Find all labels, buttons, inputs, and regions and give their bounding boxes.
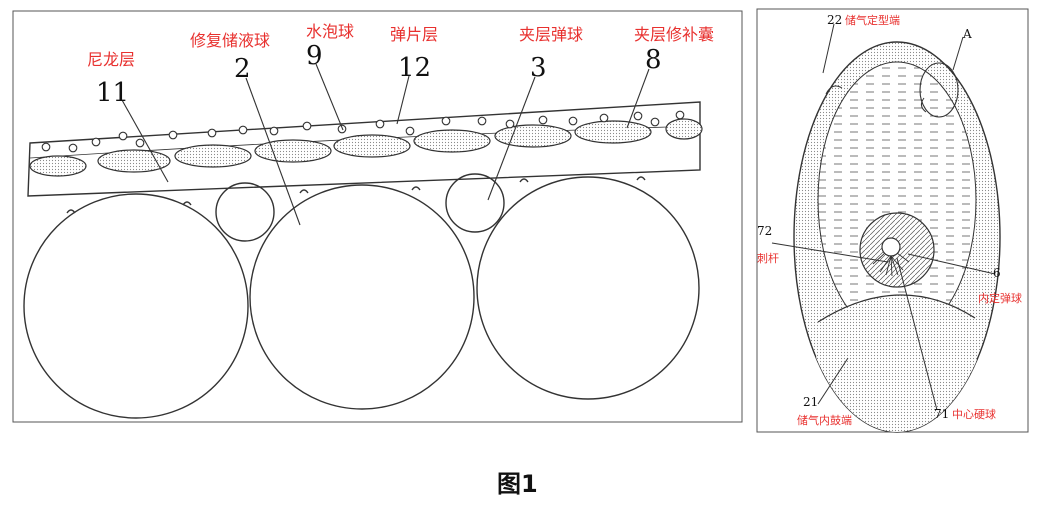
repair-ball-3 [476, 176, 700, 400]
label-number: A [962, 27, 972, 41]
label-number: 6 [993, 266, 1001, 280]
label-text: 尼龙层 [87, 50, 135, 69]
right-panel: 22 储气定型端 A 72 刺杆 6 内定弹球 21 储气内鼓端 71 中心硬球 [756, 8, 1029, 433]
left-panel: 11 尼龙层 2 修复储液球 9 水泡球 12 弹片层 3 夹层弹球 8 夹层修… [12, 10, 743, 423]
detail-circle-a [919, 62, 959, 118]
left-leader-lines [121, 63, 650, 226]
label-text: 水泡球 [306, 22, 354, 41]
label-number: 11 [96, 78, 129, 108]
spike-rods [872, 252, 910, 277]
capsule [413, 129, 491, 153]
elastic-ball-2 [445, 173, 505, 233]
label-number: 8 [645, 45, 662, 75]
right-leader-lines [771, 23, 996, 411]
label-text: 内定弹球 [978, 291, 1022, 305]
capsule [574, 120, 652, 144]
interlayer-repair-capsules [29, 118, 703, 177]
capsule [29, 155, 87, 177]
label-number: 22 [827, 13, 842, 27]
label-text: 弹片层 [390, 25, 438, 44]
elastic-ball-1 [215, 182, 275, 242]
label-number: 9 [306, 41, 323, 71]
capsule [333, 134, 411, 158]
water-bubble-balls [41, 110, 685, 153]
repair-ball-2 [249, 184, 475, 410]
label-number: 2 [234, 54, 251, 84]
label-number: 21 [803, 395, 818, 409]
figure-caption: 图1 [497, 470, 538, 498]
capsule [254, 139, 332, 163]
repair-liquid-balls [23, 176, 700, 419]
label-text: 夹层修补囊 [634, 25, 714, 44]
capsule [494, 124, 572, 148]
capsule [665, 118, 703, 140]
label-text: 修复储液球 [190, 31, 270, 50]
label-number: 12 [398, 53, 431, 83]
label-text: 储气内鼓端 [797, 413, 852, 427]
label-text: 夹层弹球 [519, 25, 583, 44]
label-text: 刺杆 [757, 251, 779, 265]
inner-bulge-boundary [817, 294, 976, 323]
capsule [97, 149, 171, 173]
label-text: 储气定型端 [845, 13, 900, 27]
left-panel-frame [12, 10, 743, 423]
spring-sheet-layer [27, 101, 701, 197]
interlayer-elastic-balls [215, 173, 505, 242]
label-number: 3 [530, 53, 547, 83]
label-number: 72 [757, 224, 772, 238]
repair-ball-1 [23, 193, 249, 419]
label-number: 71 [934, 407, 949, 421]
label-text: 中心硬球 [952, 407, 996, 421]
capsule [174, 144, 252, 168]
